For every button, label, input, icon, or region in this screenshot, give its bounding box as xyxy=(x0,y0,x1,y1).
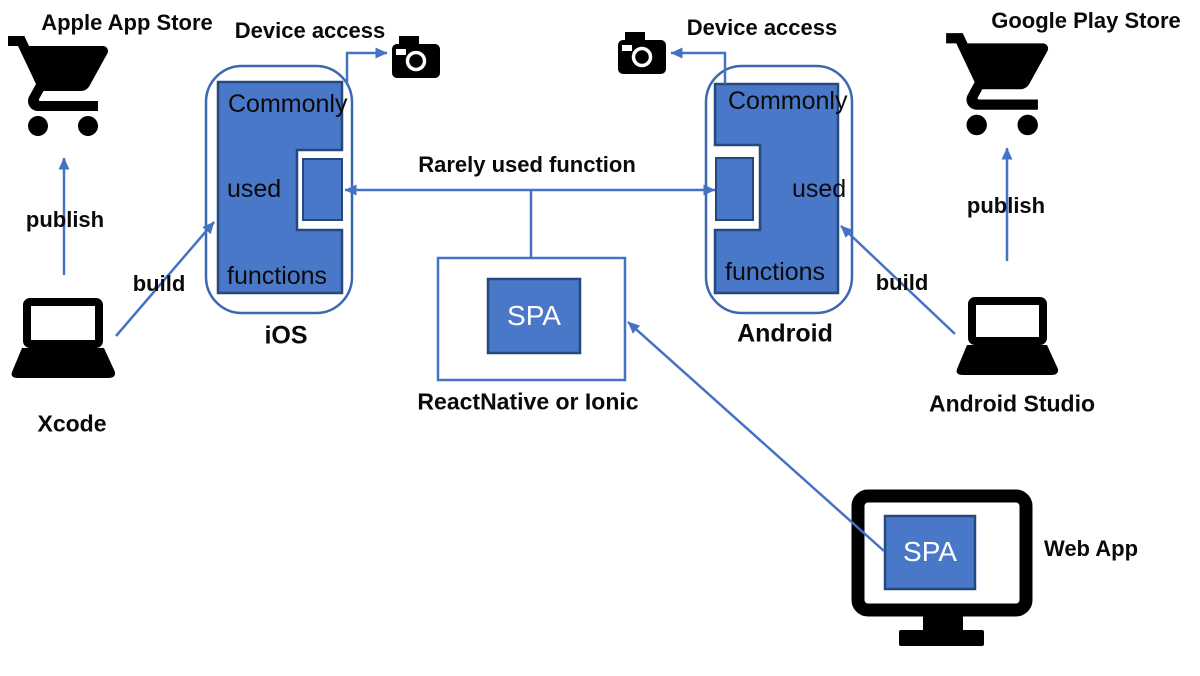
ios-phone-screen xyxy=(216,80,344,295)
ios-screen-line-1: Commonly xyxy=(228,90,348,118)
ios-label: iOS xyxy=(264,321,308,350)
android-studio-laptop-icon xyxy=(956,297,1059,375)
build-label-right: build xyxy=(875,270,929,295)
build-label-left: build xyxy=(132,271,186,296)
android-phone-screen xyxy=(713,82,840,295)
google-store-cart-icon xyxy=(946,33,1049,136)
spa-box-web xyxy=(883,514,977,591)
web-app-label: Web App xyxy=(1043,536,1139,561)
apple-store-cart-icon xyxy=(8,35,108,136)
android-studio-label: Android Studio xyxy=(928,390,1096,417)
spa-box-center xyxy=(486,277,582,355)
device-access-label-left: Device access xyxy=(234,18,386,43)
xcode-laptop-icon xyxy=(11,298,116,378)
ios-screen-line-3: functions xyxy=(227,262,328,290)
ios-screen-line-2: used xyxy=(227,175,282,203)
reactnative-ionic-label: ReactNative or Ionic xyxy=(417,388,639,415)
publish-label-right: publish xyxy=(966,193,1046,218)
android-rare-function-module xyxy=(715,157,754,221)
ios-phone xyxy=(204,64,354,315)
spa-label-center: SPA xyxy=(507,300,561,331)
google-store-title: Google Play Store xyxy=(991,8,1181,33)
build-arrow-left xyxy=(115,221,215,337)
web-spa-connector xyxy=(627,321,885,552)
device-access-label-right: Device access xyxy=(686,15,838,40)
camera-icon-right xyxy=(618,32,666,74)
ios-rare-function-module xyxy=(302,158,343,221)
build-arrow-right xyxy=(840,225,956,335)
android-phone xyxy=(704,64,854,315)
android-screen-line-3: functions xyxy=(725,258,826,286)
device-access-arrow-right xyxy=(670,47,727,84)
android-label: Android xyxy=(737,319,833,348)
device-access-arrow-left xyxy=(345,47,388,84)
xcode-label: Xcode xyxy=(37,410,107,437)
spa-label-web: SPA xyxy=(903,536,957,567)
rarely-used-function-label: Rarely used function xyxy=(418,152,636,177)
apple-store-title: Apple App Store xyxy=(41,10,213,35)
android-screen-line-1: Commonly xyxy=(728,87,848,115)
android-screen-line-2: used xyxy=(792,175,847,203)
camera-icon-left xyxy=(392,36,440,78)
reactnative-ionic-box xyxy=(436,256,627,382)
connectors xyxy=(58,47,1013,552)
publish-label-left: publish xyxy=(25,207,105,232)
